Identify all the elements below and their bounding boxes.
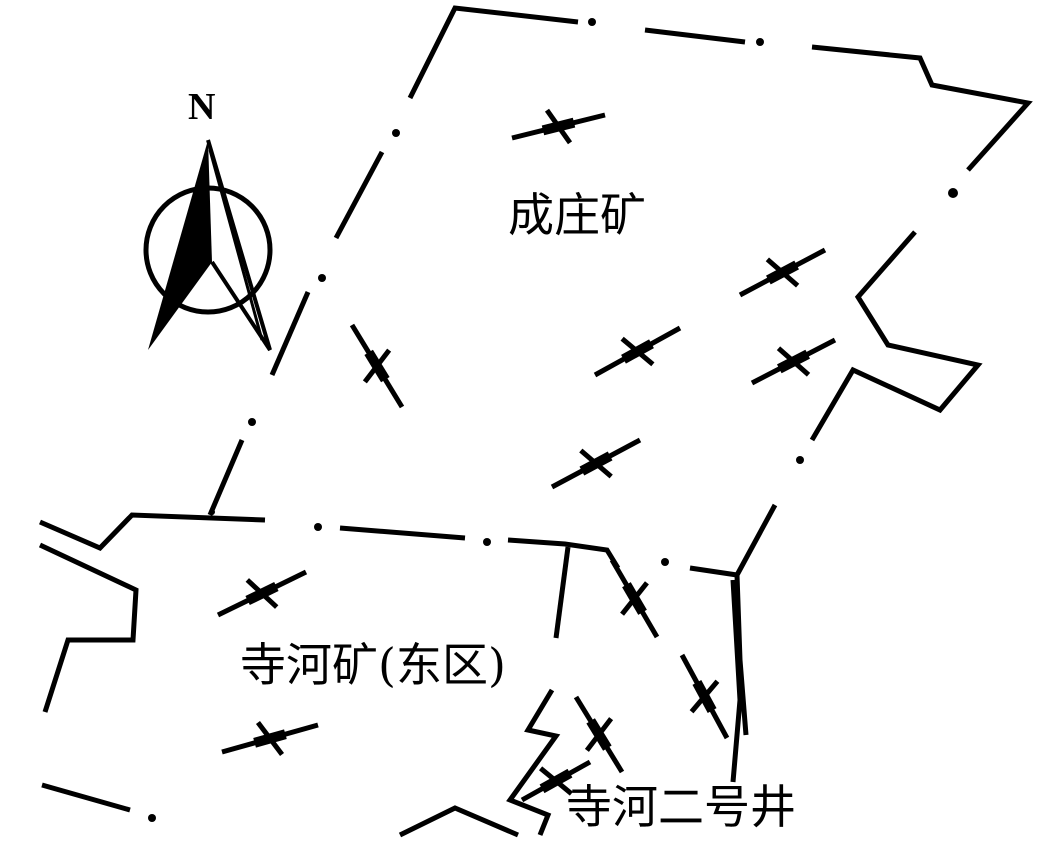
- fold-symbol: [349, 323, 405, 409]
- boundary-line: [730, 579, 743, 783]
- fold-cross: [689, 679, 720, 714]
- fold-cross: [584, 717, 614, 752]
- boundary-point: [314, 523, 322, 531]
- fold-symbol: [750, 337, 837, 386]
- fold-symbol: [738, 247, 827, 298]
- mine-label-sihe-east: 寺河矿(东区): [240, 638, 506, 692]
- fold-cross: [245, 578, 279, 609]
- fold-symbol: [573, 695, 625, 774]
- fold-cross: [579, 448, 613, 479]
- boundary-point: [392, 129, 400, 137]
- boundary-point: [148, 814, 156, 822]
- mine-label-sihe-no2: 寺河二号井: [566, 780, 796, 834]
- fold-cross: [776, 346, 811, 377]
- boundary-point: [756, 38, 764, 46]
- fold-symbols: [216, 108, 837, 803]
- boundary-point: [318, 274, 326, 282]
- boundary-line: [644, 27, 746, 45]
- boundary-line: [689, 565, 738, 578]
- boundary-line: [339, 525, 466, 541]
- north-arrow-outline-half: [206, 139, 272, 352]
- boundary-line: [269, 291, 311, 376]
- boundary-point: [248, 418, 256, 426]
- north-label: N: [188, 86, 216, 128]
- boundary-line: [407, 5, 579, 100]
- boundary-point: [588, 18, 596, 26]
- north-arrow-inner-line: [208, 149, 264, 341]
- fold-symbol: [221, 721, 319, 756]
- fold-symbol: [520, 759, 592, 803]
- north-arrow: [143, 139, 273, 352]
- fold-symbol: [593, 325, 682, 378]
- boundary-line: [734, 503, 778, 736]
- boundary-points: [148, 18, 958, 822]
- boundary-point: [661, 558, 669, 566]
- fold-cross: [620, 581, 649, 616]
- boundary-line: [506, 688, 561, 836]
- fold-cross: [620, 336, 655, 367]
- fold-symbol: [216, 569, 308, 618]
- boundary-line: [553, 546, 571, 639]
- mine-boundaries: [38, 5, 1033, 838]
- boundary-line: [41, 782, 131, 813]
- mine-label-chengzhuang: 成庄矿: [508, 188, 646, 242]
- fold-cross: [765, 257, 800, 288]
- north-arrow-filled-half: [148, 140, 212, 350]
- fold-cross: [362, 348, 392, 384]
- boundary-line: [38, 542, 139, 713]
- boundary-point: [796, 456, 804, 464]
- boundary-point: [483, 538, 491, 546]
- boundary-point: [948, 188, 958, 198]
- fold-symbol: [679, 653, 730, 740]
- boundary-line: [207, 439, 245, 516]
- fold-symbol: [550, 437, 642, 490]
- boundary-point: [209, 509, 215, 515]
- boundary-line: [809, 230, 983, 442]
- fold-cross: [255, 721, 285, 756]
- boundary-line: [507, 537, 621, 570]
- boundary-line: [398, 805, 519, 838]
- fold-cross: [538, 766, 574, 796]
- fold-symbol: [511, 108, 606, 145]
- boundary-line: [333, 150, 385, 240]
- fold-cross: [544, 108, 573, 145]
- boundary-line: [811, 44, 1033, 172]
- fold-symbol: [609, 558, 660, 639]
- boundary-line: [39, 512, 266, 551]
